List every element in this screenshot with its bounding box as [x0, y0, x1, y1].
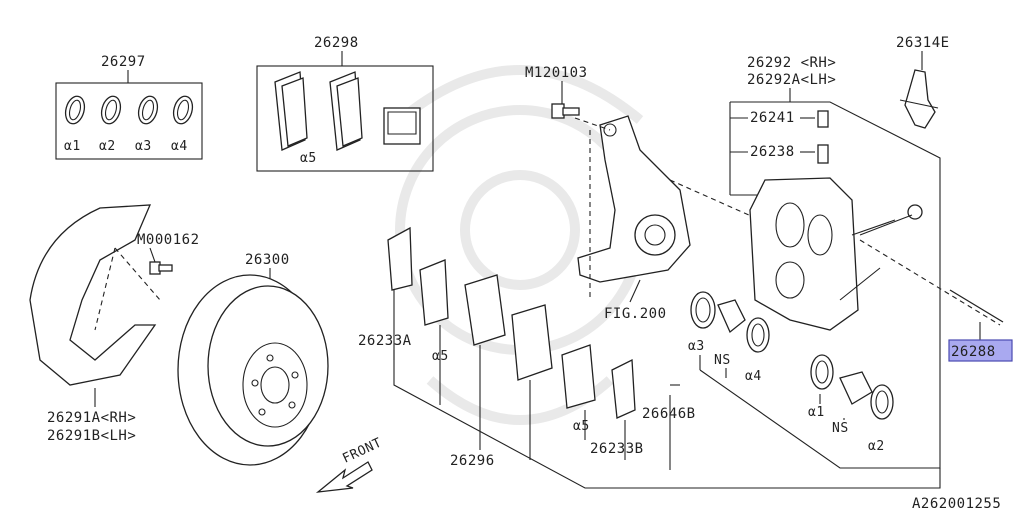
bleeder-screw-icon: [817, 110, 829, 164]
steering-knuckle[interactable]: FIG.200: [574, 115, 761, 322]
part-label-26298: 26298: [314, 35, 359, 51]
seal-label-a4: α4: [171, 139, 188, 154]
bolt-icon: [551, 103, 580, 119]
part-label-26292A: 26292A<LH>: [747, 72, 836, 88]
part-label-26233A: 26233A: [358, 333, 412, 349]
brake-pad-assembly[interactable]: 26233A α5 α5 26646B 26296 26233B: [358, 226, 941, 489]
part-label-M000162: M000162: [137, 232, 200, 248]
shim-icon: [274, 71, 421, 151]
pad-label-a5-right: α5: [573, 419, 590, 434]
part-label-26241: 26241: [750, 110, 795, 126]
caliper-label-group: 26292 <RH> 26292A<LH> 26241 26238: [699, 55, 941, 469]
part-label-26291A: 26291A<RH>: [47, 410, 136, 426]
part-label-26292: 26292 <RH>: [747, 55, 836, 71]
figure-ref-label: FIG.200: [604, 306, 667, 322]
brake-rotor[interactable]: 26300: [177, 252, 329, 466]
part-label-26288[interactable]: 26288: [951, 344, 996, 360]
part-label-26233B: 26233B: [590, 441, 644, 457]
front-direction-arrow: FRONT: [315, 435, 384, 493]
part-label-M120103: M120103: [525, 65, 588, 81]
part-number-highlight[interactable]: [948, 339, 1013, 362]
part-label-26300: 26300: [245, 252, 290, 268]
part-label-26291B: 26291B<LH>: [47, 428, 136, 444]
pad-kit-label-a5: α5: [300, 151, 317, 166]
seal-label-left-a3: α3: [688, 339, 705, 354]
seal-label-a3: α3: [135, 139, 152, 154]
pad-spring[interactable]: 26314E: [896, 35, 950, 129]
seal-label-left-a4: α4: [745, 369, 762, 384]
part-label-26297: 26297: [101, 54, 146, 70]
seal-label-right-a1: α1: [808, 405, 825, 420]
seal-ring-icon: [64, 95, 194, 125]
part-label-26646B: 26646B: [642, 406, 696, 422]
ns-label-left: NS: [714, 353, 731, 368]
part-label-26314E: 26314E: [896, 35, 950, 51]
seal-kit-group[interactable]: 26297 α1 α2 α3 α4: [55, 54, 203, 160]
part-label-26238: 26238: [750, 144, 795, 160]
caliper-bolt: [859, 204, 1001, 326]
seal-label-a1: α1: [64, 139, 81, 154]
piston-seal-group-right[interactable]: α1 NS α2: [808, 354, 894, 454]
seal-label-a2: α2: [99, 139, 116, 154]
part-label-26296: 26296: [450, 453, 495, 469]
ns-label-right: NS: [832, 421, 849, 436]
dust-shield[interactable]: M000162 26291A<RH> 26291B<LH>: [29, 204, 200, 444]
knuckle-bolt[interactable]: M120103: [525, 65, 588, 119]
pad-kit-group[interactable]: 26298 α5: [256, 35, 434, 172]
spring-clip-icon: [899, 69, 939, 129]
brake-caliper[interactable]: [749, 177, 896, 331]
front-label: FRONT: [340, 435, 384, 466]
piston-seal-group-left[interactable]: α3 NS α4: [688, 291, 770, 384]
figure-id: A262001255: [912, 496, 1001, 512]
bolt-icon-shield: [149, 261, 173, 275]
seal-label-right-a2: α2: [868, 439, 885, 454]
pad-pin-group[interactable]: 26288: [948, 289, 1013, 362]
